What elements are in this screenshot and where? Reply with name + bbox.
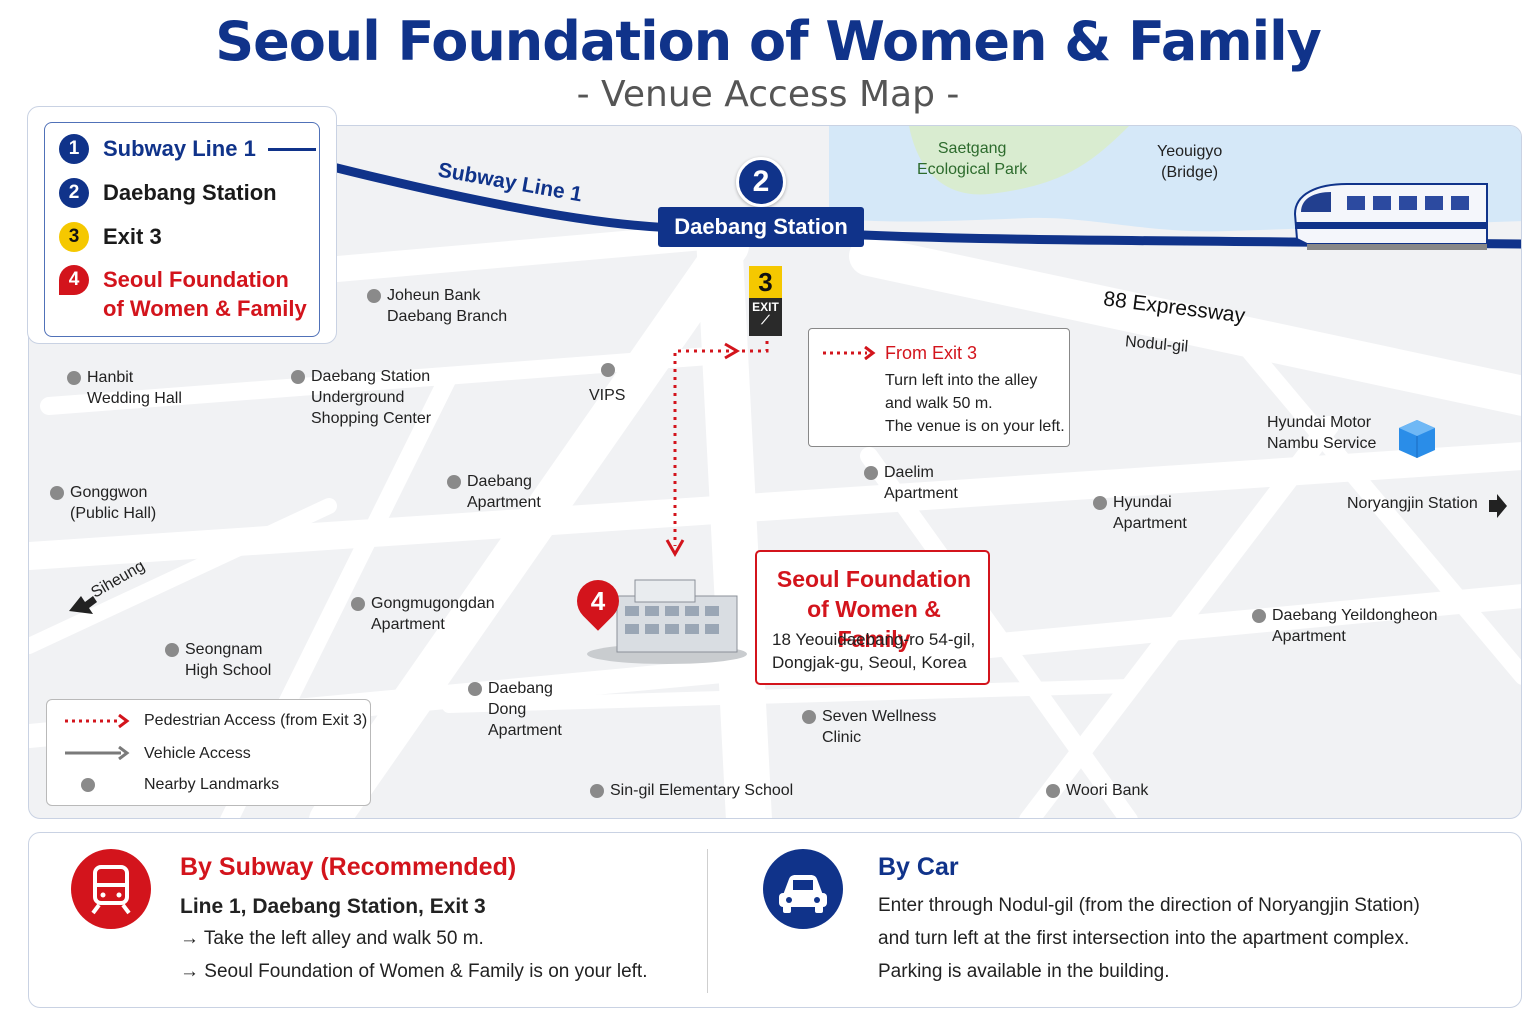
- car-step-3: Parking is available in the building.: [878, 961, 1170, 982]
- legend-label: Seoul Foundation of Women & Family: [103, 267, 307, 321]
- venue-address: 18 Yeouidaebang-ro 54-gil, Dongjak-gu, S…: [772, 630, 976, 672]
- landmark-gongmugongdan[interactable]: Gongmugongdan Apartment: [351, 593, 495, 635]
- callout-text: Turn left into the alley and walk 50 m. …: [885, 372, 1065, 435]
- stairs-icon: ⟋: [761, 313, 770, 327]
- map-legend: 1 Subway Line 1 2 Daebang Station 3 Exit…: [44, 122, 320, 337]
- directions-callout: From Exit 3 Turn left into the alley and…: [808, 328, 1070, 447]
- landmark-dot: [165, 643, 179, 657]
- venue-building[interactable]: 4: [568, 566, 747, 666]
- car-heading: By Car: [878, 853, 959, 881]
- landmark-dot: [367, 289, 381, 303]
- landmark-hanbit-wedding-hall[interactable]: Hanbit Wedding Hall: [67, 367, 182, 409]
- station-number-badge: 2: [736, 157, 786, 207]
- legend-item-station: 2 Daebang Station: [59, 178, 277, 208]
- bridge-label: Yeouigyo (Bridge): [1157, 143, 1223, 181]
- vips-label: VIPS: [589, 387, 626, 404]
- hyundai-motor-label: Hyundai Motor Nambu Service: [1267, 414, 1377, 452]
- legend-item-exit: 3 Exit 3: [59, 222, 162, 252]
- legend-item-line1: 1 Subway Line 1: [59, 134, 316, 164]
- landmark-underground-shopping[interactable]: Daebang Station Underground Shopping Cen…: [291, 366, 431, 429]
- legend-pedestrian: Pedestrian Access (from Exit 3): [144, 712, 368, 729]
- venue-info-box[interactable]: Seoul Foundation of Women & Family 18 Ye…: [755, 550, 990, 685]
- landmark-dot-icon: [81, 778, 95, 792]
- park-area: [909, 126, 1129, 195]
- subway-train-icon: [71, 849, 151, 929]
- car-step-2: and turn left at the first intersection …: [878, 928, 1410, 949]
- landmark-dot: [447, 475, 461, 489]
- legend-label: Daebang Station: [103, 180, 277, 205]
- pedestrian-arrow-icon: [65, 714, 130, 728]
- legend-badge-4: 4: [59, 265, 89, 295]
- legend-vehicle: Vehicle Access: [144, 745, 251, 762]
- landmark-singil-school[interactable]: Sin-gil Elementary School: [590, 780, 793, 801]
- legend-line-swatch: [267, 148, 316, 151]
- legend-badge-3: 3: [59, 222, 89, 252]
- panel-divider: [707, 849, 708, 993]
- landmark-daelim-apartment[interactable]: Daelim Apartment: [864, 462, 958, 504]
- legend-label: Subway Line 1: [103, 136, 256, 161]
- legend-landmarks: Nearby Landmarks: [144, 776, 280, 793]
- landmark-daebang-dong-apartment[interactable]: Daebang Dong Apartment: [468, 678, 562, 741]
- subway-step-1: → Take the left alley and walk 50 m.: [180, 928, 484, 949]
- subway-line-info: Line 1, Daebang Station, Exit 3: [180, 895, 486, 918]
- page-title: Seoul Foundation of Women & Family: [215, 10, 1322, 73]
- vehicle-arrow-icon: [65, 746, 130, 760]
- noryangjin-label: Noryangjin Station: [1347, 495, 1478, 512]
- landmark-dot: [67, 371, 81, 385]
- subway-line-1: [327, 161, 1521, 249]
- legend-item-venue: 4 Seoul Foundation of Women & Family: [59, 265, 307, 323]
- subway-step-2: → Seoul Foundation of Women & Family is …: [180, 961, 648, 982]
- siheung-arrow-icon: [69, 596, 97, 614]
- landmark-dot: [468, 682, 482, 696]
- park-label: Saetgang Ecological Park: [917, 140, 1028, 178]
- landmark-hyundai-apartment[interactable]: Hyundai Apartment: [1093, 492, 1187, 534]
- venue-name: Seoul Foundation of Women & Family: [776, 566, 972, 652]
- noryangjin-arrow-icon: [1489, 494, 1507, 518]
- landmark-dot: [864, 466, 878, 480]
- subway-heading: By Subway (Recommended): [180, 853, 517, 881]
- route-legend: Pedestrian Access (from Exit 3) Vehicle …: [46, 699, 371, 806]
- landmark-dot: [50, 486, 64, 500]
- landmark-dot: [291, 370, 305, 384]
- callout-heading: From Exit 3: [885, 343, 978, 363]
- pedestrian-route: [673, 341, 769, 546]
- legend-label: Exit 3: [103, 224, 162, 249]
- car-icon: [763, 849, 843, 929]
- exit-3-marker[interactable]: 3 EXIT ⟋: [749, 266, 782, 336]
- landmark-dot: [1252, 609, 1266, 623]
- venue-building-illustration: [587, 579, 747, 664]
- landmark-seven-wellness-clinic[interactable]: Seven Wellness Clinic: [802, 706, 936, 748]
- dotted-arrow-icon: [823, 346, 876, 360]
- page-subtitle: - Venue Access Map -: [576, 74, 960, 115]
- landmark-yeildongheon[interactable]: Daebang Yeildongheon Apartment: [1252, 605, 1438, 647]
- exit-sign: EXIT ⟋: [749, 298, 782, 336]
- station-label[interactable]: Daebang Station: [658, 207, 864, 247]
- legend-badge-1: 1: [59, 134, 89, 164]
- landmark-dot: [802, 710, 816, 724]
- landmark-seongnam-high-school[interactable]: Seongnam High School: [165, 639, 271, 681]
- landmark-dot: [1046, 784, 1060, 798]
- landmark-dot: [590, 784, 604, 798]
- car-step-1: Enter through Nodul-gil (from the direct…: [878, 895, 1420, 916]
- landmark-dot: [351, 597, 365, 611]
- access-info-panel: By Subway (Recommended) Line 1, Daebang …: [28, 832, 1522, 1008]
- legend-badge-2: 2: [59, 178, 89, 208]
- venue-pin-number: 4: [590, 586, 606, 616]
- hyundai-cube-icon: [1399, 420, 1435, 458]
- train-illustration: [1293, 183, 1488, 250]
- vips-dot: [601, 363, 615, 377]
- landmark-woori-bank[interactable]: Woori Bank: [1046, 780, 1148, 801]
- landmark-dot: [1093, 496, 1107, 510]
- exit-number: 3: [749, 266, 782, 298]
- landmark-gonggwon[interactable]: Gonggwon (Public Hall): [50, 482, 156, 524]
- landmark-daebang-apartment[interactable]: Daebang Apartment: [447, 471, 541, 513]
- landmark-joheun-bank[interactable]: Joheun Bank Daebang Branch: [367, 285, 507, 327]
